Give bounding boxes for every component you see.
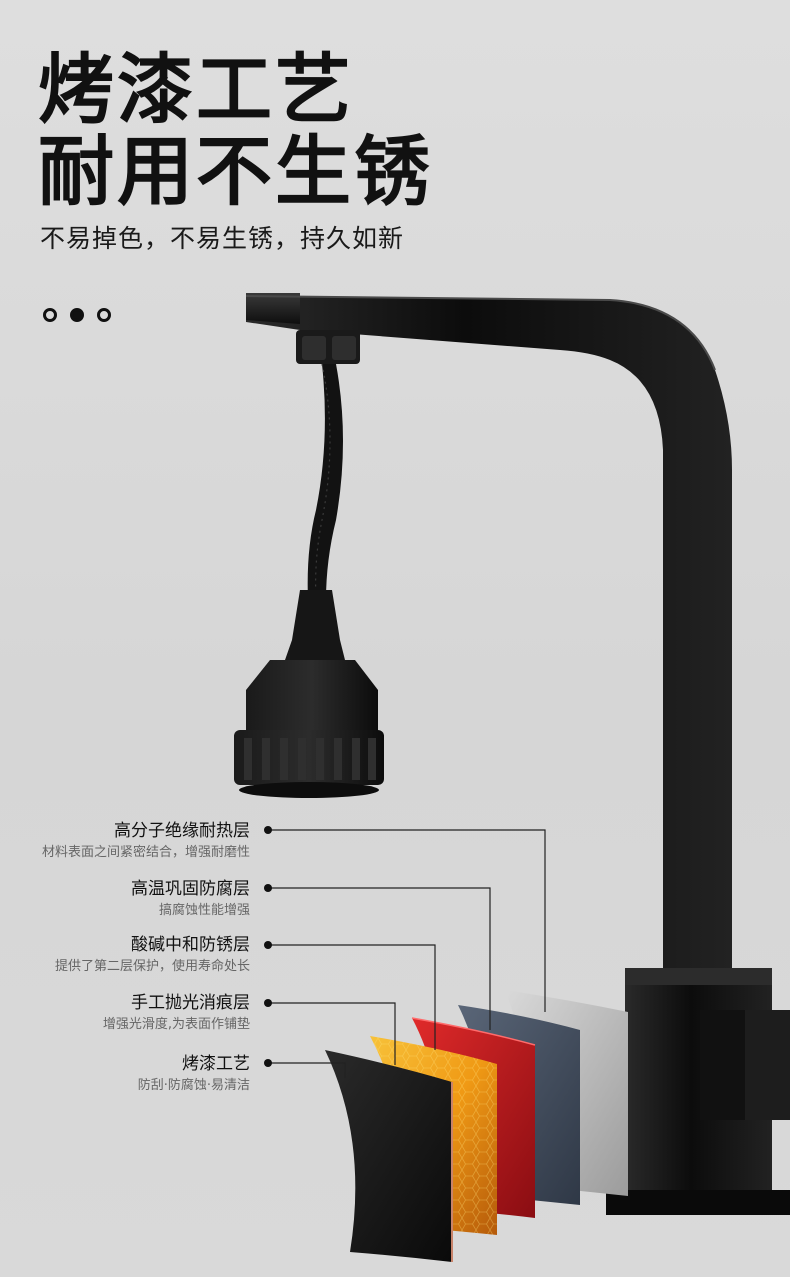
flexible-hose xyxy=(307,363,343,601)
dot-active-icon xyxy=(70,308,84,322)
layer-title: 高分子绝缘耐热层 xyxy=(114,821,250,841)
layer-desc: 提供了第二层保护，使用寿命处长 xyxy=(54,959,250,974)
faucet-base xyxy=(606,968,790,1215)
layer-label-4: 手工抛光消痕层 增强光滑度,为表面作铺垫 xyxy=(103,992,250,1034)
layer-desc: 搞腐蚀性能增强 xyxy=(158,903,250,918)
title-line-1: 烤漆工艺 xyxy=(38,45,354,134)
layer-desc: 增强光滑度,为表面作铺垫 xyxy=(102,1017,250,1032)
layer-title: 手工抛光消痕层 xyxy=(131,993,250,1013)
dot-icon xyxy=(97,308,111,322)
faucet-arm xyxy=(245,293,732,975)
layer-label-5: 烤漆工艺 防刮·防腐蚀·易清洁 xyxy=(138,1053,250,1095)
layer-label-2: 高温巩固防腐层 搞腐蚀性能增强 xyxy=(131,878,250,920)
layer-desc: 材料表面之间紧密结合，增强耐磨性 xyxy=(41,845,250,860)
hose-connector xyxy=(296,330,360,364)
layer-leader-lines xyxy=(268,829,546,1078)
layer-label-1: 高分子绝缘耐热层 材料表面之间紧密结合，增强耐磨性 xyxy=(42,820,250,862)
leader-dots xyxy=(264,826,272,1067)
subtitle: 不易掉色，不易生锈，持久如新 xyxy=(40,224,405,253)
layer-title: 高温巩固防腐层 xyxy=(131,879,250,899)
layer-label-3: 酸碱中和防锈层 提供了第二层保护，使用寿命处长 xyxy=(55,934,250,976)
layer-title: 烤漆工艺 xyxy=(182,1054,250,1074)
sprayer-head xyxy=(234,590,384,798)
dot-icon xyxy=(43,308,57,322)
carousel-indicator xyxy=(43,308,111,322)
layer-swatch-black xyxy=(325,1050,453,1262)
layer-title: 酸碱中和防锈层 xyxy=(131,935,250,955)
layer-desc: 防刮·防腐蚀·易清洁 xyxy=(137,1078,250,1093)
title-line-2: 耐用不生锈 xyxy=(38,127,433,216)
